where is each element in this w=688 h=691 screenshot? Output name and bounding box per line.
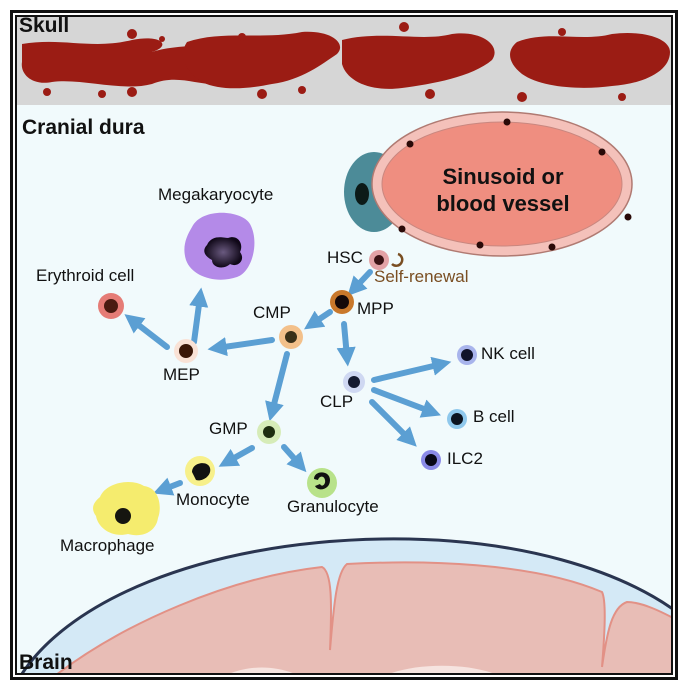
vessel-label: Sinusoid or blood vessel	[418, 163, 588, 217]
megakaryocyte-cell	[184, 212, 255, 280]
arrow-clp-nk	[371, 356, 452, 383]
arrow-mep-erythroid	[124, 314, 170, 350]
brain-layer	[20, 537, 671, 673]
mpp-label: MPP	[357, 299, 394, 318]
self-renewal-icon	[391, 252, 404, 267]
skull-label: Skull	[19, 14, 70, 37]
b-cell	[447, 409, 467, 429]
arrow-mpp-clp	[336, 321, 356, 367]
brain-label: Brain	[19, 651, 73, 674]
blood-vessel	[344, 111, 633, 257]
cmp-cell	[279, 325, 303, 349]
hsc-cell	[369, 250, 389, 270]
arrow-clp-b	[371, 387, 441, 418]
nk-cell	[457, 345, 477, 365]
arrow-monocyte-macrophage	[153, 477, 183, 496]
macrophage-cell	[93, 481, 160, 536]
ilc2-cell	[421, 450, 441, 470]
monocyte-cell	[185, 456, 215, 486]
clp-cell	[343, 371, 365, 393]
cells	[93, 212, 477, 536]
arrow-clp-ilc2	[369, 399, 417, 447]
erythroid-label: Erythroid cell	[36, 266, 135, 285]
gmp-label: GMP	[209, 419, 248, 438]
cranial-dura-label: Cranial dura	[22, 116, 145, 139]
erythroid-cell	[98, 293, 124, 319]
ilc2-label: ILC2	[447, 449, 483, 468]
self-renewal-label: Self-renewal	[374, 267, 469, 286]
diagram-canvas	[15, 15, 673, 675]
vessel-label-line2: blood vessel	[436, 191, 570, 216]
skull-layer	[17, 17, 671, 105]
arrow-cmp-mep	[207, 337, 275, 357]
granulocyte-label: Granulocyte	[287, 497, 379, 516]
cmp-label: CMP	[253, 303, 291, 322]
hsc-label: HSC	[327, 248, 363, 267]
arrow-cmp-gmp	[265, 351, 290, 422]
mep-cell	[174, 339, 198, 363]
outer-frame	[10, 10, 678, 680]
gmp-cell	[257, 420, 281, 444]
mpp-cell	[330, 290, 354, 314]
mep-label: MEP	[163, 365, 200, 384]
arrow-mpp-cmp	[304, 309, 333, 330]
granulocyte-cell	[307, 468, 337, 498]
arrow-hsc-mpp	[347, 269, 373, 296]
nk-cell-label: NK cell	[481, 344, 535, 363]
megakaryocyte-label: Megakaryocyte	[158, 185, 274, 204]
arrow-gmp-monocyte	[218, 445, 255, 467]
arrows	[124, 269, 452, 496]
b-cell-label: B cell	[473, 407, 515, 426]
vessel-label-line1: Sinusoid or	[442, 164, 564, 189]
clp-label: CLP	[320, 392, 354, 411]
arrow-mep-megakaryocyte	[189, 287, 209, 345]
macrophage-label: Macrophage	[60, 536, 155, 555]
arrow-gmp-granulocyte	[281, 444, 307, 473]
diagram-svg	[17, 17, 671, 673]
monocyte-label: Monocyte	[176, 490, 250, 509]
